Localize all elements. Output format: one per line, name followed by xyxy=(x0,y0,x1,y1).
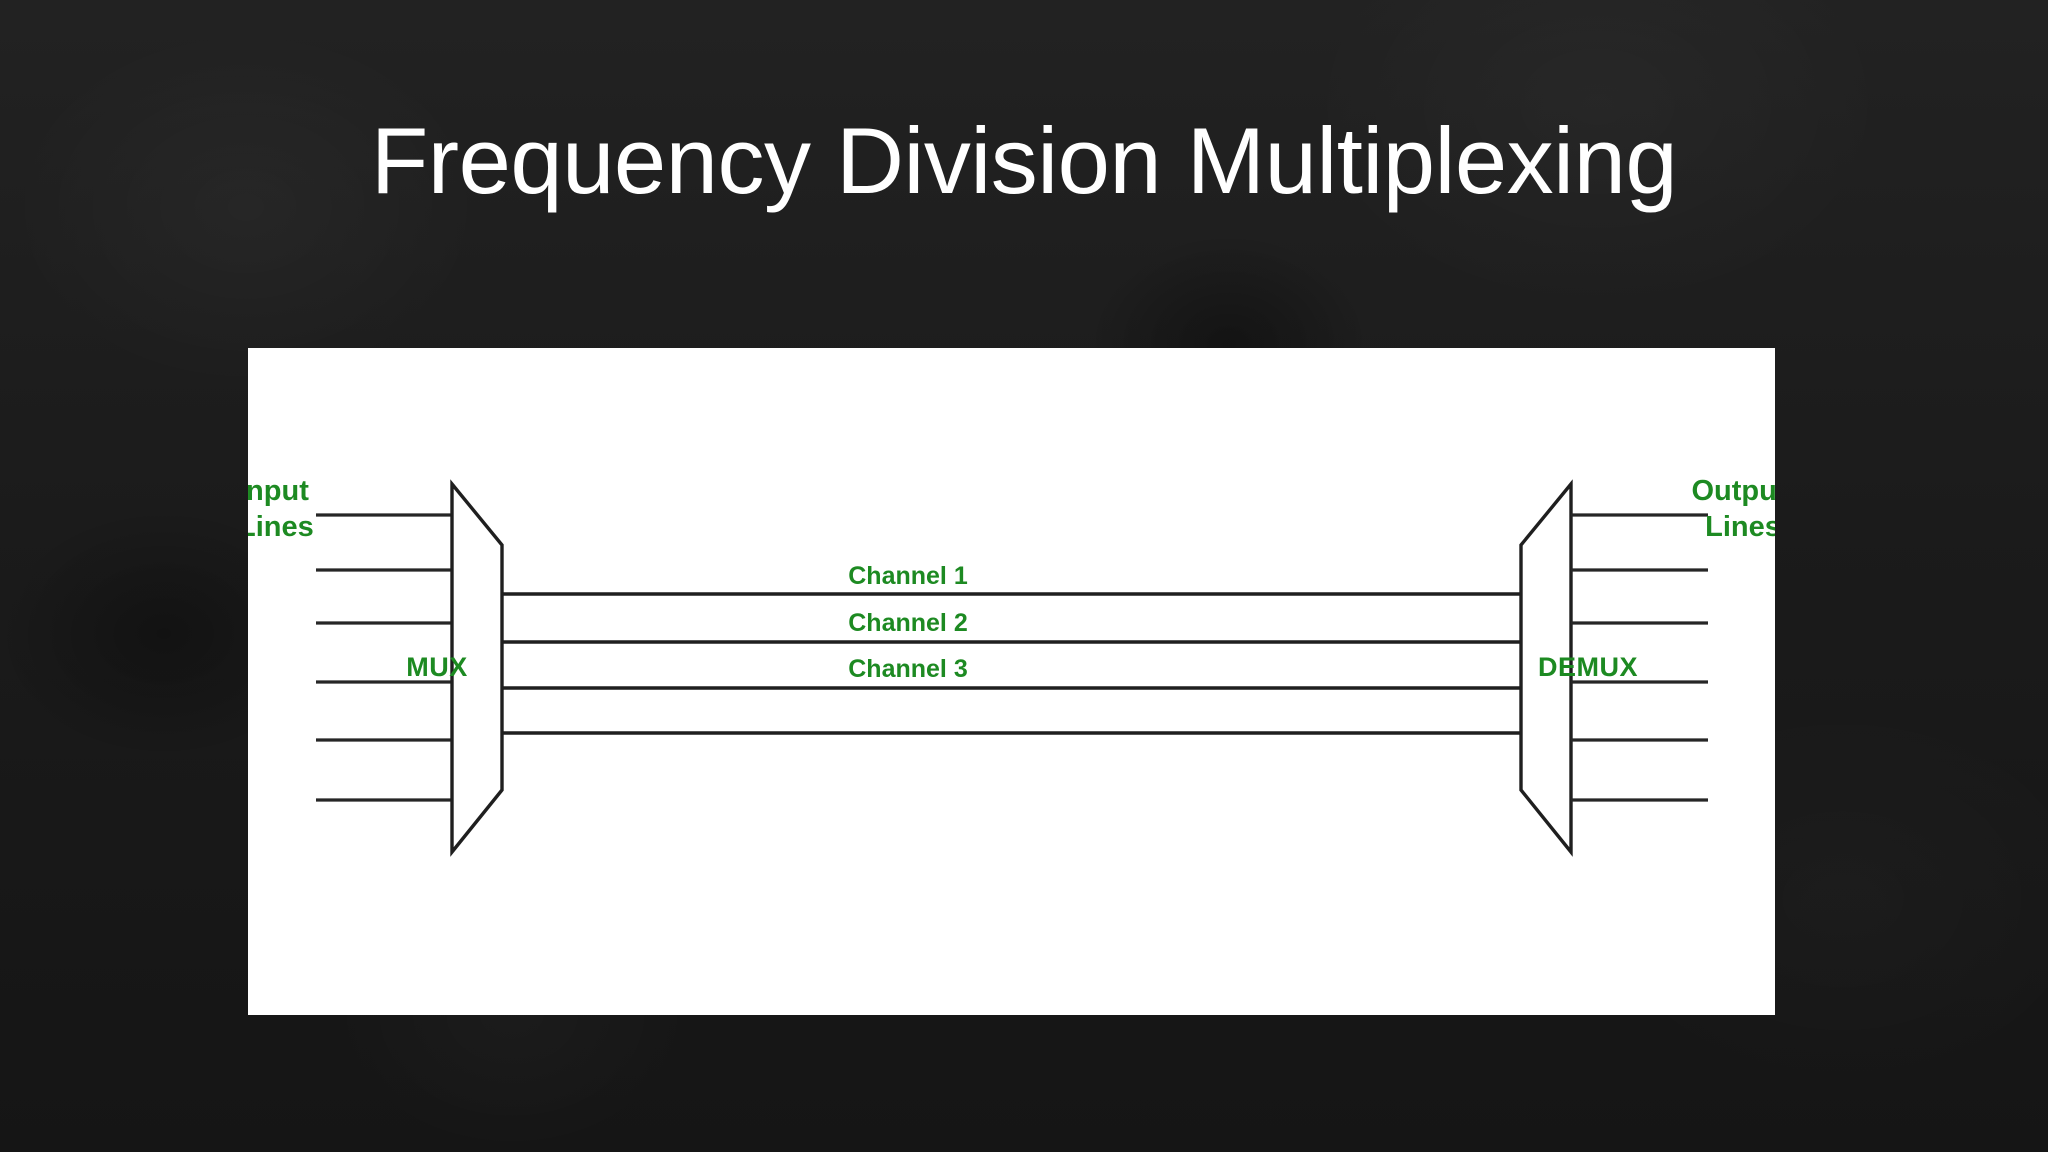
demux-block xyxy=(1519,479,1573,857)
page-title: Frequency Division Multiplexing xyxy=(370,108,1678,213)
output-line-group xyxy=(1571,513,1708,802)
demux-label: DEMUX xyxy=(1538,652,1638,682)
channel-3-label: Channel 3 xyxy=(848,655,967,683)
input-lines-label: Input Lines xyxy=(248,475,317,543)
input-lines-label-line2: Lines xyxy=(248,511,314,543)
figure-panel: Input Lines MUX Channel 1 Channel 2 Chan… xyxy=(248,348,1775,1015)
output-lines-label: Output Lines xyxy=(1691,475,1775,543)
input-lines-label-line1: Input xyxy=(248,475,309,507)
trunk-line-group xyxy=(502,592,1523,735)
fdm-diagram: Input Lines MUX Channel 1 Channel 2 Chan… xyxy=(248,475,1775,857)
output-lines-label-line2: Lines xyxy=(1705,511,1775,543)
output-lines-label-line1: Output xyxy=(1691,475,1775,507)
channel-1-label: Channel 1 xyxy=(848,562,968,590)
channel-2-label: Channel 2 xyxy=(848,609,967,637)
mux-block xyxy=(450,479,504,857)
input-line-group xyxy=(316,513,452,802)
mux-label: MUX xyxy=(406,652,468,682)
